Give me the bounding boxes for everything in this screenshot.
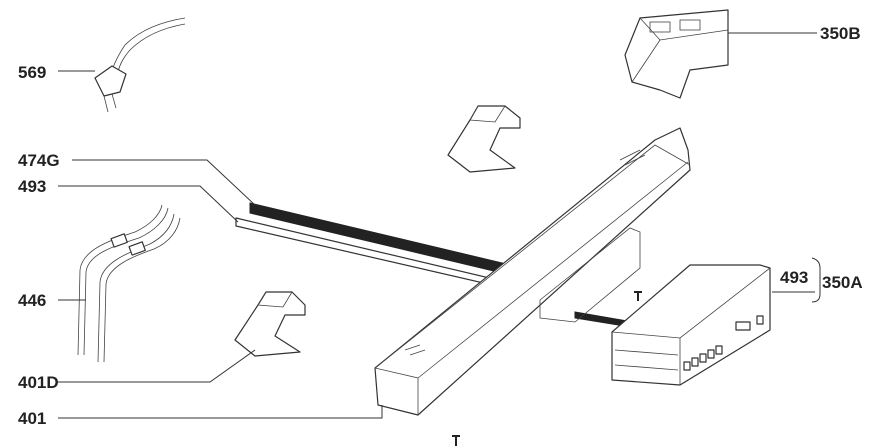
label-401D: 401D	[18, 373, 59, 392]
module-350B	[624, 9, 729, 99]
screw-icon	[452, 291, 642, 446]
label-350A: 350A	[822, 273, 863, 292]
label-350B: 350B	[820, 24, 861, 43]
label-569: 569	[18, 63, 46, 82]
bracket-350A	[811, 257, 821, 303]
leader-493	[58, 185, 239, 223]
leader-474G	[72, 159, 256, 206]
label-493: 493	[18, 177, 46, 196]
label-446: 446	[18, 291, 46, 310]
button-icons	[683, 315, 764, 371]
leader-401D	[58, 349, 256, 383]
support-bracket-top	[447, 105, 521, 173]
support-bracket-401D	[234, 291, 306, 357]
label-401: 401	[18, 409, 46, 428]
leader-401	[58, 405, 383, 419]
tubes-part	[77, 204, 181, 363]
label-493-module: 493	[780, 268, 808, 287]
power-cord-part	[94, 17, 186, 113]
control-panel-bar	[374, 127, 691, 416]
label-474G: 474G	[18, 151, 60, 170]
module-350A	[611, 264, 771, 386]
